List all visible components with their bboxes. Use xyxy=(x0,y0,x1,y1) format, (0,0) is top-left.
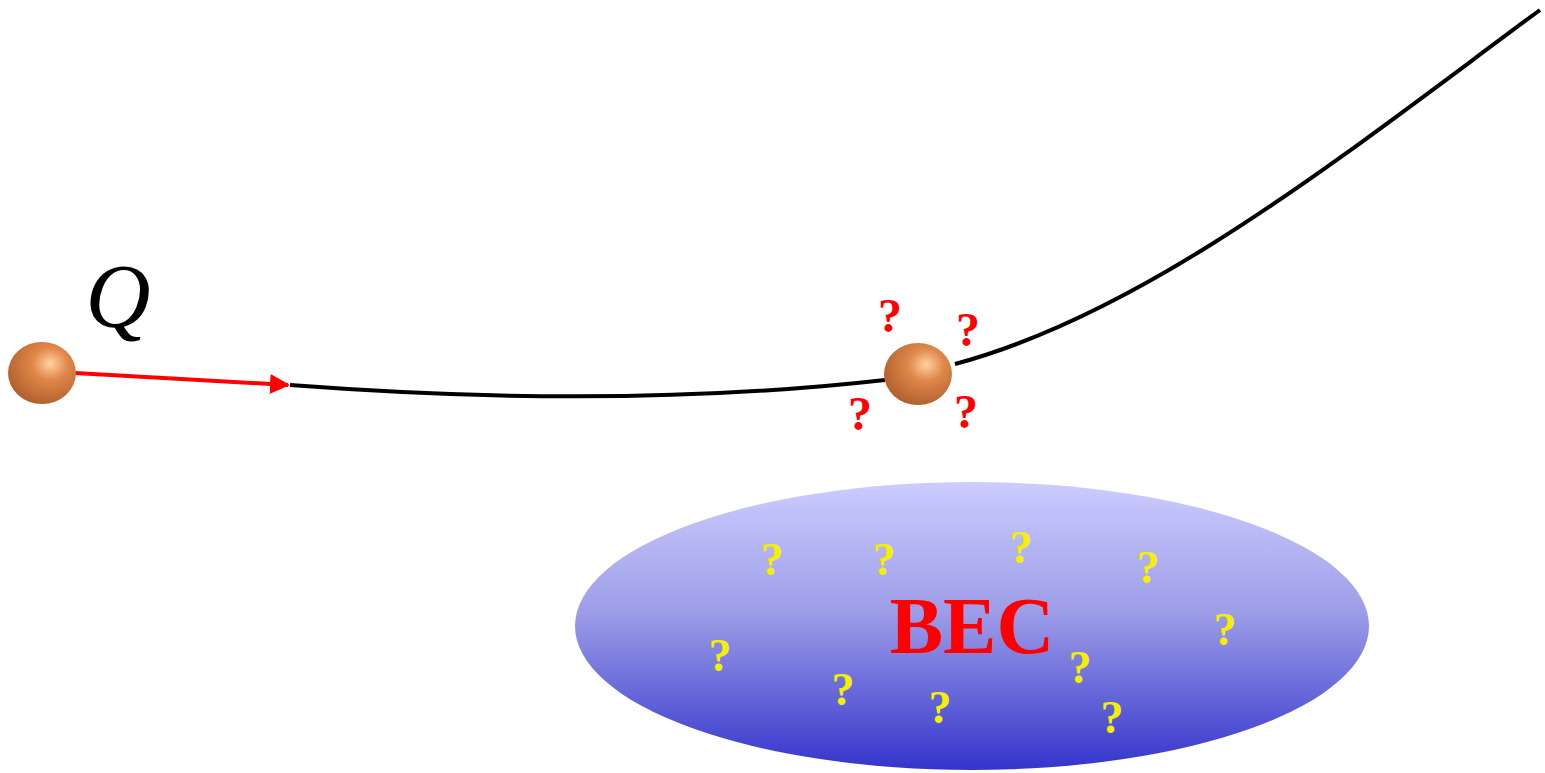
question-mark: ? xyxy=(1137,545,1160,591)
question-mark: ? xyxy=(956,306,980,354)
incoming-path xyxy=(290,380,885,396)
question-mark: ? xyxy=(873,537,896,583)
question-mark: ? xyxy=(878,292,902,340)
velocity-arrow xyxy=(75,373,288,385)
question-mark: ? xyxy=(832,667,855,713)
question-mark: ? xyxy=(709,633,732,679)
question-mark: ? xyxy=(954,388,978,436)
question-mark: ? xyxy=(761,537,784,583)
region-label: BEC xyxy=(890,586,1055,666)
charge-sphere xyxy=(884,343,952,405)
charge-sphere xyxy=(8,342,76,404)
question-mark: ? xyxy=(1214,607,1237,653)
charge-label: Q xyxy=(86,252,151,342)
question-mark: ? xyxy=(848,390,872,438)
question-mark: ? xyxy=(1069,645,1092,691)
question-mark: ? xyxy=(1101,695,1124,741)
deflected-path xyxy=(955,10,1540,364)
question-mark: ? xyxy=(1010,525,1033,571)
bec-cloud: BEC xyxy=(574,481,1370,771)
question-mark: ? xyxy=(929,685,952,731)
